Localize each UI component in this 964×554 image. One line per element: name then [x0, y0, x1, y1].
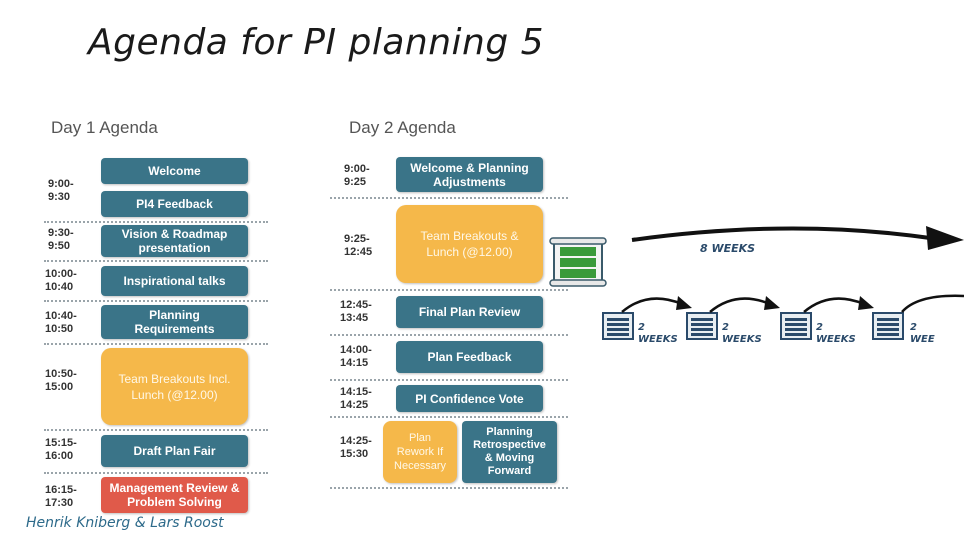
day1-separator: [44, 300, 268, 302]
day2-separator: [330, 197, 568, 199]
plan-board-icon: [549, 237, 607, 287]
day1-block-vision-roadmap: Vision & Roadmap presentation: [101, 225, 248, 257]
day2-separator: [330, 416, 568, 418]
day1-time-7: 16:15- 17:30: [45, 484, 77, 509]
eight-weeks-arrow: [631, 226, 964, 250]
sprint-backlog-icon: [872, 312, 904, 340]
day2-time-4: 14:00- 14:15: [340, 344, 372, 369]
day1-time-5: 10:50- 15:00: [45, 368, 77, 393]
day2-block-final-plan-review: Final Plan Review: [396, 296, 543, 328]
day1-time-4: 10:40- 10:50: [45, 310, 77, 335]
sprint-label-number: 2: [638, 322, 645, 333]
sprint-label-unit: WEEKS: [816, 334, 856, 345]
sprint-label-number: 2: [910, 322, 917, 333]
day2-heading: Day 2 Agenda: [349, 118, 456, 137]
day2-time-2: 9:25- 12:45: [344, 233, 373, 258]
sprint-arrow: [803, 296, 874, 313]
sprint-arrow: [621, 296, 692, 313]
day2-block-pi-confidence-vote: PI Confidence Vote: [396, 385, 543, 412]
day2-separator: [330, 289, 568, 291]
day2-time-1: 9:00- 9:25: [344, 163, 370, 188]
day2-time-3: 12:45- 13:45: [340, 299, 372, 324]
day1-separator: [44, 343, 268, 345]
sprint-arrow: [709, 296, 780, 313]
day2-block-welcome-adjustments: Welcome & Planning Adjustments: [396, 157, 543, 192]
sprint-backlog-icon: [780, 312, 812, 340]
day1-time-1: 9:00- 9:30: [48, 178, 74, 203]
day2-time-5: 14:15- 14:25: [340, 386, 372, 411]
day2-block-planning-retrospective: Planning Retrospective & Moving Forward: [462, 421, 557, 483]
day1-time-2: 9:30- 9:50: [48, 227, 74, 252]
day1-time-6: 15:15- 16:00: [45, 437, 77, 462]
credits-footer: Henrik Kniberg & Lars Roost: [26, 515, 224, 531]
day2-block-plan-feedback: Plan Feedback: [396, 341, 543, 373]
day1-block-inspirational-talks: Inspirational talks: [101, 266, 248, 296]
sprint-arrow: [901, 294, 964, 313]
sprint-label-unit: WEEKS: [722, 334, 762, 345]
sprint-label-unit: WEEKS: [638, 334, 678, 345]
day2-block-team-breakouts: Team Breakouts & Lunch (@12.00): [396, 205, 543, 283]
day1-separator: [44, 260, 268, 262]
day2-separator: [330, 379, 568, 381]
day1-time-3: 10:00- 10:40: [45, 268, 77, 293]
day1-block-planning-requirements: Planning Requirements: [101, 305, 248, 339]
day1-block-pi4-feedback: PI4 Feedback: [101, 191, 248, 217]
sprint-backlog-icon: [686, 312, 718, 340]
day1-separator: [44, 429, 268, 431]
day2-separator: [330, 334, 568, 336]
day1-block-welcome: Welcome: [101, 158, 248, 184]
day1-block-team-breakouts: Team Breakouts Incl. Lunch (@12.00): [101, 348, 248, 425]
sprint-label-unit-cut: WEE: [910, 334, 935, 345]
sprint-label-number: 2: [816, 322, 823, 333]
eight-weeks-label: 8 WEEKS: [700, 242, 756, 255]
sprint-label-number: 2: [722, 322, 729, 333]
day1-heading: Day 1 Agenda: [51, 118, 158, 137]
day2-block-plan-rework: Plan Rework If Necessary: [383, 421, 457, 483]
day1-separator: [44, 221, 268, 223]
day2-time-6: 14:25- 15:30: [340, 435, 372, 460]
day1-block-draft-plan-fair: Draft Plan Fair: [101, 435, 248, 467]
day2-separator: [330, 487, 568, 489]
day1-separator: [44, 472, 268, 474]
day1-block-management-review: Management Review & Problem Solving: [101, 477, 248, 513]
page-title: Agenda for PI planning 5: [88, 22, 545, 63]
sprint-backlog-icon: [602, 312, 634, 340]
